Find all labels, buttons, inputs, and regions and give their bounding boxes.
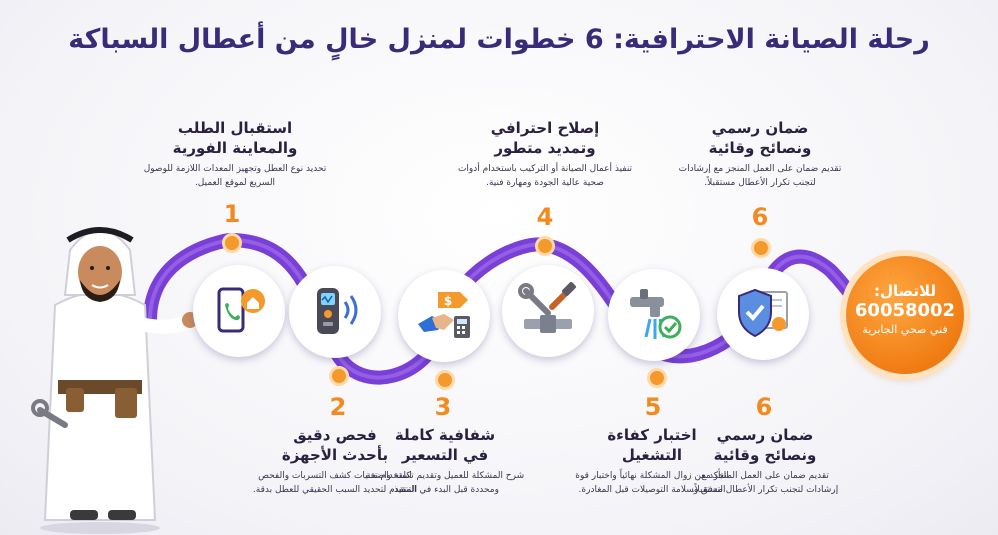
step-3-title-2: في التسعير	[401, 446, 489, 464]
technician-illustration	[31, 227, 198, 534]
step-6-top-number: 6	[751, 203, 769, 231]
step-1-dot	[222, 233, 242, 253]
step-6-bottom-title-1: ضمان رسمي	[716, 426, 814, 444]
step-2-number: 2	[329, 393, 347, 421]
wrench-pipe-icon	[518, 282, 576, 333]
step-6-bottom-number: 6	[755, 393, 773, 421]
faucet-check-icon	[630, 289, 682, 339]
step-3-title-1: شفافية كاملة	[394, 426, 496, 444]
contact-subtitle: فني صحي الجابرية	[862, 323, 948, 336]
step-1-text: استقبال الطلب والمعاينة الفورية تحديد نو…	[140, 118, 330, 190]
contact-label: للاتصال:	[873, 282, 937, 300]
step-2-title-2: بأحدث الأجهزة	[281, 446, 389, 464]
step-1-title-1: استقبال الطلب	[177, 119, 293, 137]
leak-detector-icon	[317, 288, 358, 334]
handshake-price-icon: $	[418, 292, 470, 338]
shield-certificate-icon	[738, 288, 788, 338]
step-5-dot	[647, 368, 667, 388]
step-6-top-title-2: ونصائح وقائية	[708, 139, 812, 157]
step-6-top-description: تقديم ضمان على العمل المنجز مع إرشادات ل…	[678, 164, 842, 188]
step-1-description: تحديد نوع العطل وتجهيز المعدات اللازمة ل…	[143, 164, 327, 188]
step-6-bottom-title-2: ونصائح وقائية	[713, 446, 817, 464]
step-4-text: إصلاح احترافي وتمديد متطور تنفيذ أعمال ا…	[455, 118, 635, 190]
step-6-bottom-text: ضمان رسمي ونصائح وقائية تقديم ضمان على ا…	[690, 425, 840, 497]
step-5-circle	[608, 269, 700, 361]
step-5-number: 5	[644, 393, 662, 421]
step-3-description: شرح المشكلة للعميل وتقديم تكلفة واضحة وم…	[365, 471, 525, 495]
step-6-top-title-1: ضمان رسمي	[711, 119, 809, 137]
contact-badge[interactable]: للاتصال: 60058002 فني صحي الجابرية	[846, 256, 964, 374]
step-4-title-2: وتمديد متطور	[494, 139, 596, 157]
step-2-dot	[329, 366, 349, 386]
step-5-title-2: التشغيل	[621, 446, 683, 464]
svg-text:$: $	[444, 294, 452, 308]
step-5-description: التأكد من زوال المشكلة نهائياً واختبار ق…	[575, 471, 729, 495]
step-6-circle	[717, 268, 809, 360]
phone-home-icon	[217, 287, 265, 333]
step-4-dot	[535, 236, 555, 256]
step-6-top-text: ضمان رسمي ونصائح وقائية تقديم ضمان على ا…	[675, 118, 845, 190]
step-4-circle	[502, 265, 594, 357]
step-4-description: تنفيذ أعمال الصيانة أو التركيب باستخدام …	[457, 164, 633, 188]
step-5-text: اختبار كفاءة التشغيل التأكد من زوال المش…	[572, 425, 732, 497]
step-3-dot	[435, 370, 455, 390]
step-2-title-1: فحص دقيق	[293, 426, 377, 444]
step-1-circle	[193, 265, 285, 357]
step-2-description: استخدام تقنيات كشف التسربات والفحص المتق…	[252, 471, 418, 495]
step-2-text: فحص دقيق بأحدث الأجهزة استخدام تقنيات كش…	[250, 425, 420, 497]
step-1-number: 1	[223, 200, 241, 228]
contact-phone[interactable]: 60058002	[854, 300, 956, 321]
step-6-dot	[751, 238, 771, 258]
step-1-title-2: والمعاينة الفورية	[172, 139, 298, 157]
step-2-circle	[289, 266, 381, 358]
step-3-text: شفافية كاملة في التسعير شرح المشكلة للعم…	[360, 425, 530, 497]
step-5-title-1: اختبار كفاءة	[607, 426, 697, 444]
step-6-bottom-description: تقديم ضمان على العمل المنجز مع إرشادات ل…	[691, 471, 839, 495]
step-3-number: 3	[434, 393, 452, 421]
page-title: رحلة الصيانة الاحترافية: 6 خطوات لمنزل خ…	[68, 24, 930, 55]
step-4-title-1: إصلاح احترافي	[490, 119, 600, 137]
step-4-number: 4	[536, 203, 554, 231]
step-3-circle: $	[398, 270, 490, 362]
